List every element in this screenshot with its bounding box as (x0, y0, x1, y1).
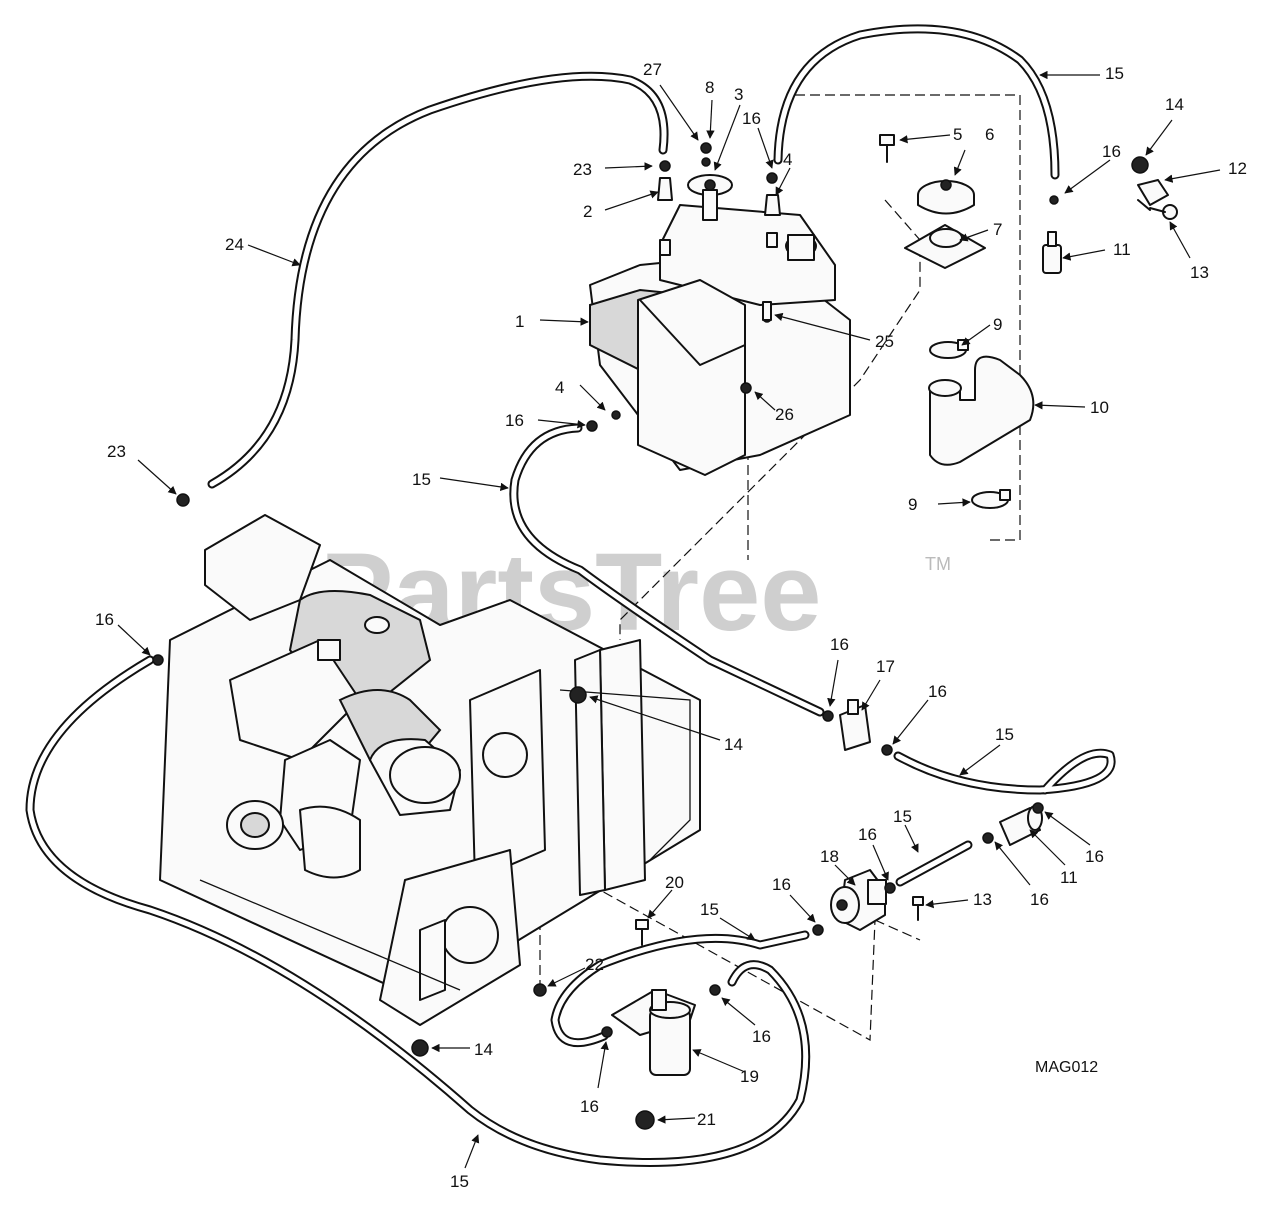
callout-27: 27 (643, 60, 662, 79)
callout-23: 23 (573, 160, 592, 179)
callout-16: 16 (580, 1097, 599, 1116)
callout-7: 7 (993, 220, 1002, 239)
callout-5: 5 (953, 125, 962, 144)
grommet-14-lower (411, 1039, 429, 1057)
hose-clamp-upper (929, 339, 969, 359)
callout-4: 4 (555, 378, 564, 397)
callout-9: 9 (908, 495, 917, 514)
callout-2: 2 (583, 202, 592, 221)
bolt-5 (879, 134, 895, 163)
hose-clamps-16 (152, 410, 1044, 1038)
drawing-code: MAG012 (1035, 1059, 1098, 1076)
hose-clamp-lower (971, 489, 1011, 509)
clamp-16-top (1049, 195, 1059, 205)
callout-15: 15 (1105, 64, 1124, 83)
callout-16: 16 (1030, 890, 1049, 909)
callout-16: 16 (858, 825, 877, 844)
callout-16: 16 (928, 682, 947, 701)
callout-1: 1 (515, 312, 524, 331)
fuel-filter-bowl (611, 989, 696, 1076)
callout-17: 17 (876, 657, 895, 676)
engine-frame (159, 514, 701, 1026)
callout-labels: 27 8 3 23 2 16 4 5 6 7 15 16 14 12 13 11… (95, 60, 1247, 1191)
fuel-cap (917, 179, 975, 215)
callout-18: 18 (820, 847, 839, 866)
callout-14: 14 (474, 1040, 493, 1059)
callout-16: 16 (752, 1027, 771, 1046)
callout-6: 6 (985, 125, 994, 144)
callout-13: 13 (973, 890, 992, 909)
callout-4: 4 (783, 150, 792, 169)
grommet-21 (635, 1110, 655, 1130)
callout-12: 12 (1228, 159, 1247, 178)
callout-15: 15 (412, 470, 431, 489)
callout-9: 9 (993, 315, 1002, 334)
callout-8: 8 (705, 78, 714, 97)
callout-16: 16 (95, 610, 114, 629)
callout-16: 16 (1085, 847, 1104, 866)
callout-16: 16 (742, 109, 761, 128)
screw-13-lower (912, 896, 924, 921)
callout-15: 15 (995, 725, 1014, 744)
callout-14: 14 (724, 735, 743, 754)
callout-26: 26 (775, 405, 794, 424)
callout-25: 25 (875, 332, 894, 351)
callout-15: 15 (893, 807, 912, 826)
callout-14: 14 (1165, 95, 1184, 114)
callout-19: 19 (740, 1067, 759, 1086)
callout-10: 10 (1090, 398, 1109, 417)
callout-11: 11 (1060, 868, 1078, 887)
watermark-tm: TM (925, 554, 951, 574)
hoses (25, 24, 1116, 1167)
callout-15: 15 (700, 900, 719, 919)
callout-23: 23 (107, 442, 126, 461)
callout-20: 20 (665, 873, 684, 892)
callout-15: 15 (450, 1172, 469, 1191)
callout-16: 16 (1102, 142, 1121, 161)
callout-16: 16 (772, 875, 791, 894)
grommet-22 (533, 983, 547, 997)
elbow-hose (928, 355, 1035, 466)
leader-lines (117, 70, 1221, 1169)
callout-11: 11 (1113, 240, 1131, 259)
callout-22: 22 (585, 955, 604, 974)
callout-16: 16 (505, 411, 524, 430)
filler-neck (904, 224, 986, 269)
fuel-gauge (687, 174, 733, 221)
screw-13-top (1149, 204, 1178, 220)
clip-12 (1137, 179, 1169, 211)
fuel-tank (589, 204, 851, 476)
screw-20 (635, 919, 649, 946)
tee-connector (839, 699, 871, 751)
callout-16: 16 (830, 635, 849, 654)
grommet-14-frame (569, 686, 587, 704)
callout-21: 21 (697, 1110, 716, 1129)
callout-13: 13 (1190, 263, 1209, 282)
inline-filter-top (1042, 231, 1062, 274)
callout-24: 24 (225, 235, 244, 254)
grommet-14-top (1131, 156, 1149, 174)
callout-3: 3 (734, 85, 743, 104)
